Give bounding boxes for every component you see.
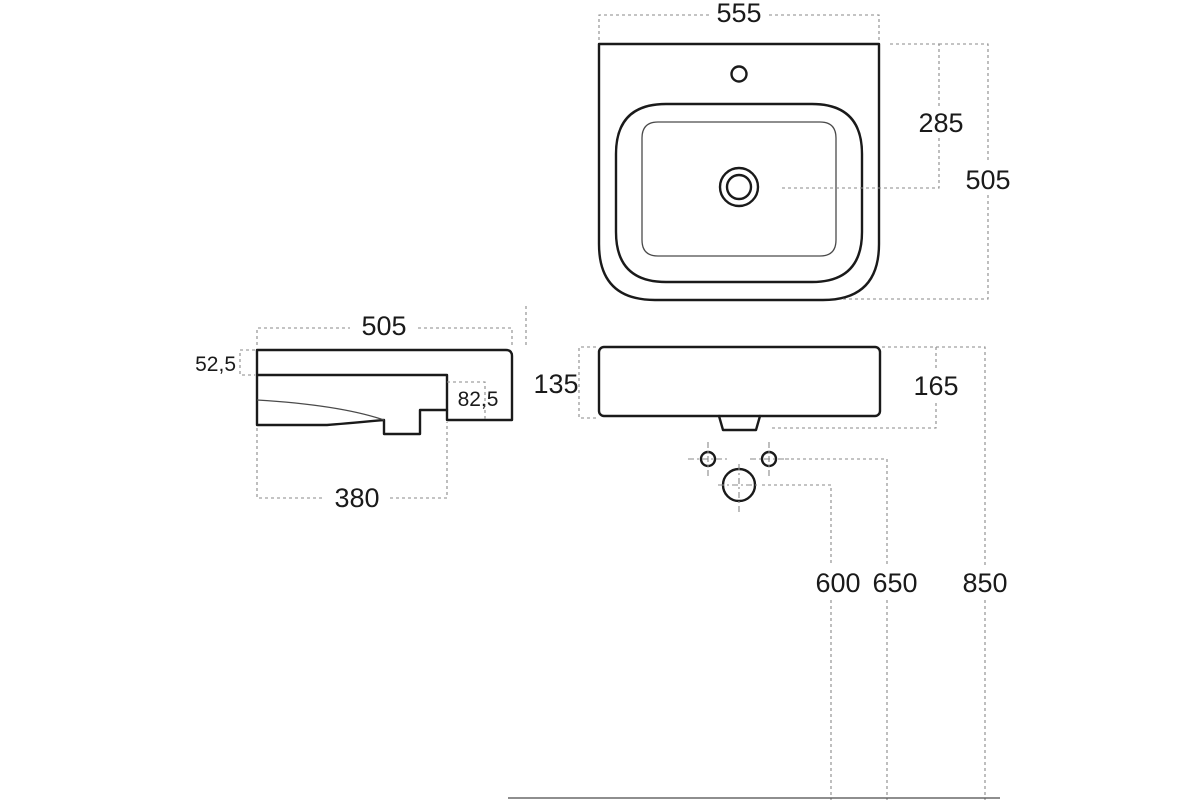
label-bowl: 380 xyxy=(334,483,379,513)
dim-line-step xyxy=(447,381,486,420)
label-rim-height: 165 xyxy=(913,371,958,401)
dim-line-hole-offset xyxy=(782,43,940,189)
label-side-depth: 505 xyxy=(361,311,406,341)
basin-rim-line xyxy=(255,373,449,412)
dim-line-side-depth xyxy=(256,327,513,345)
basin-bowl-curve xyxy=(256,399,385,421)
label-step: 82,5 xyxy=(458,388,499,411)
basin-bowl-inner xyxy=(641,121,837,257)
top-view: 555 285 505 xyxy=(597,0,1011,302)
dim-line-depth xyxy=(842,43,989,300)
label-rim: 52,5 xyxy=(195,353,236,376)
dim-line-rim xyxy=(239,349,255,376)
label-hole-offset: 285 xyxy=(918,108,963,138)
centerline-waste xyxy=(718,464,760,515)
basin-outline-top xyxy=(597,42,881,302)
side-view: 505 52,5 82,5 380 xyxy=(195,306,527,513)
basin-bowl-top xyxy=(614,102,864,284)
dim-line-rim-floor xyxy=(882,346,986,800)
basin-outline-side xyxy=(255,348,514,436)
dim-line-supply-height xyxy=(779,458,888,800)
dim-line-height xyxy=(578,346,596,419)
dim-line-waste-height xyxy=(762,484,832,800)
installation-points xyxy=(688,442,790,515)
dim-line-width xyxy=(598,14,880,40)
dim-line-bowl xyxy=(256,422,448,499)
drain-inner xyxy=(725,173,753,201)
height-dimensions: 600 650 850 xyxy=(508,346,1008,800)
label-width: 555 xyxy=(716,0,761,28)
label-waste-height: 600 xyxy=(815,568,860,598)
label-rim-floor: 850 xyxy=(962,568,1007,598)
label-depth: 505 xyxy=(965,165,1010,195)
label-supply-height: 650 xyxy=(872,568,917,598)
drain-outer xyxy=(718,166,760,208)
label-height: 135 xyxy=(533,369,578,399)
basin-outline-front xyxy=(597,345,882,418)
tap-hole xyxy=(730,65,748,83)
drain-spigot-front xyxy=(717,414,762,432)
front-view: 135 165 xyxy=(533,345,959,432)
centerline-supply-verticals xyxy=(707,442,770,476)
